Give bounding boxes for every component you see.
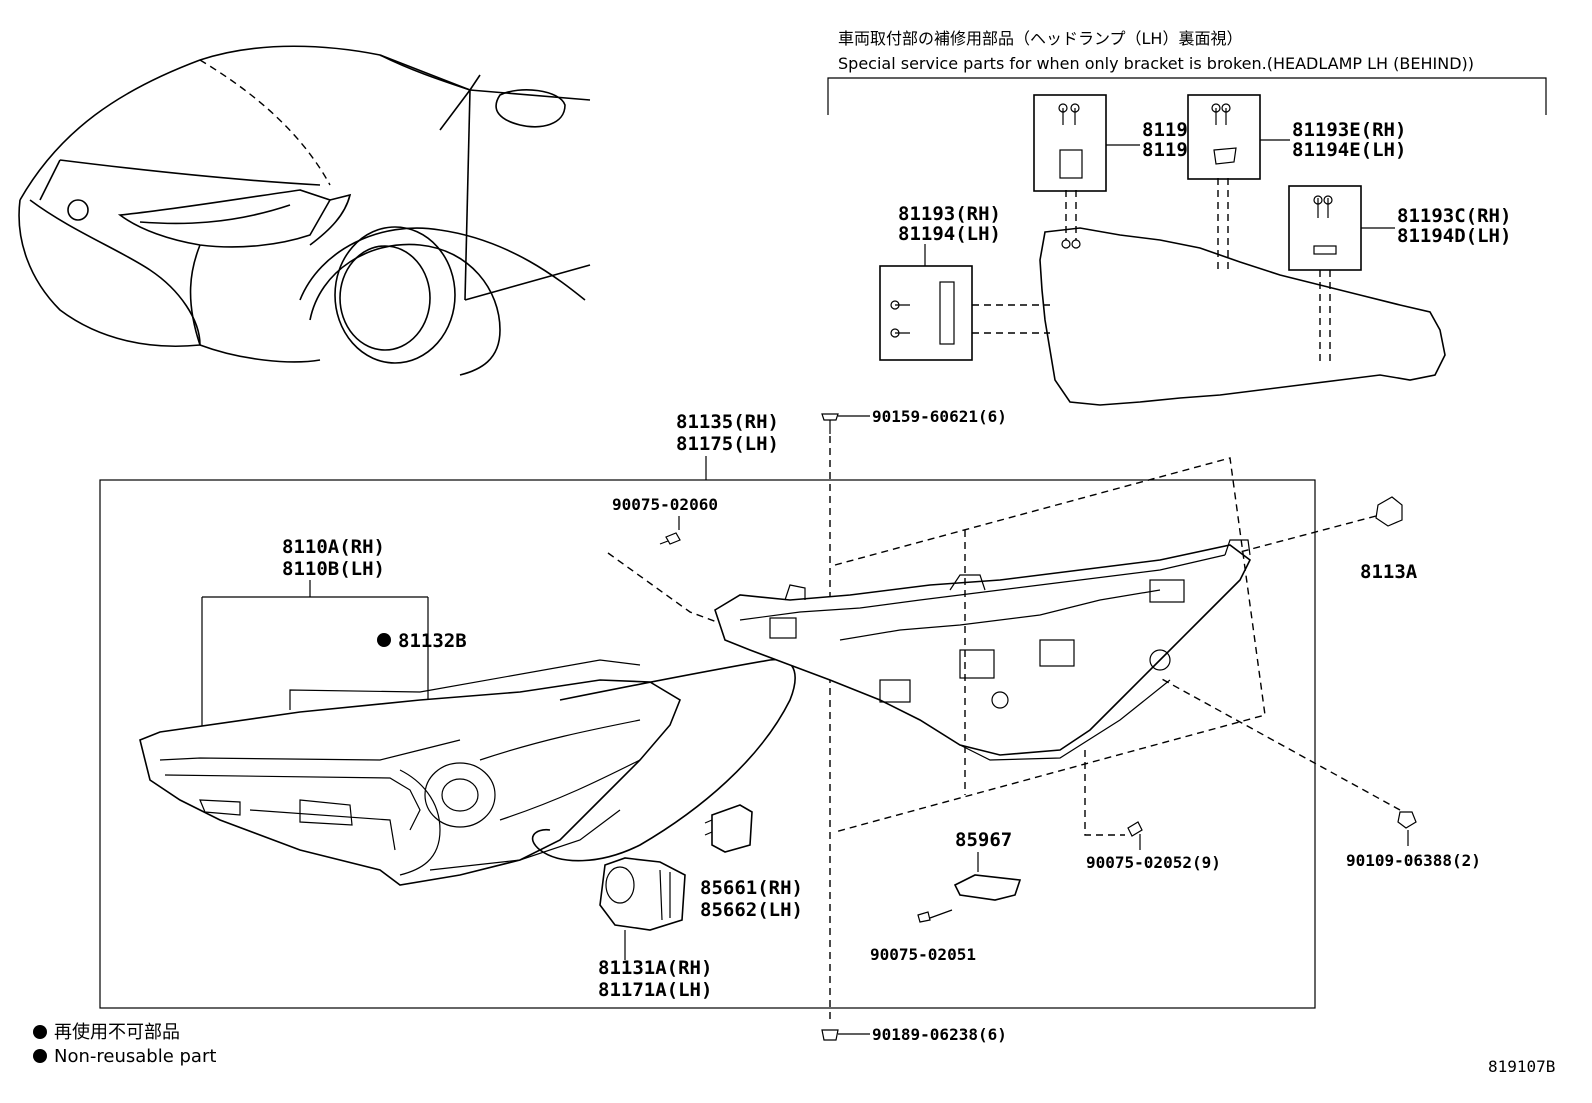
headlamp-lens-front bbox=[139, 659, 681, 886]
figure-id: 819107B bbox=[1488, 1057, 1555, 1076]
module-85661-icon bbox=[704, 804, 753, 853]
screw-90075-02060-icon bbox=[659, 532, 681, 545]
callout-81194[interactable]: 81194(LH) bbox=[898, 223, 1001, 245]
callout-8113a[interactable]: 8113A bbox=[1360, 561, 1418, 583]
module-81131a-icon bbox=[599, 857, 686, 931]
nut-90109-icon bbox=[1159, 677, 1417, 829]
header-english: Special service parts for when only brac… bbox=[838, 54, 1474, 73]
headlamp-back-outline bbox=[1039, 227, 1446, 406]
callout-81193[interactable]: 81193(RH) bbox=[898, 203, 1001, 225]
legend-english: Non-reusable part bbox=[54, 1046, 216, 1067]
assembly-frame bbox=[99, 479, 1316, 1009]
bolt-90159-icon bbox=[821, 413, 870, 1020]
callout-81194e[interactable]: 81194E(LH) bbox=[1292, 139, 1406, 161]
bracket-81193e-parts bbox=[1211, 103, 1237, 272]
header-japanese: 車両取付部の補修用部品（ヘッドランプ（LH）裏面視） bbox=[838, 29, 1242, 48]
legend-dot-icon bbox=[33, 1025, 47, 1039]
callout-90075-02052[interactable]: 90075-02052(9) bbox=[1086, 853, 1221, 872]
callout-81193c[interactable]: 81193C(RH) bbox=[1397, 205, 1511, 227]
callout-81132b[interactable]: 81132B bbox=[398, 630, 467, 652]
callout-85661[interactable]: 85661(RH) bbox=[700, 877, 803, 899]
legend-dot-icon bbox=[33, 1049, 47, 1063]
bracket-81193e-box bbox=[1187, 94, 1261, 180]
bracket-81193b-box bbox=[1033, 94, 1107, 192]
callout-81193e[interactable]: 81193E(RH) bbox=[1292, 119, 1406, 141]
bracket-81193b-parts bbox=[1058, 103, 1083, 249]
non-reusable-dot-icon bbox=[377, 633, 391, 647]
callout-8110b[interactable]: 8110B(LH) bbox=[282, 558, 385, 580]
vehicle-front-illustration bbox=[18, 45, 591, 376]
bracket-81193c-parts bbox=[1313, 195, 1337, 365]
callout-81175[interactable]: 81175(LH) bbox=[676, 433, 779, 455]
bolt-90189-icon bbox=[821, 1029, 870, 1041]
part-8113a-icon bbox=[1239, 496, 1403, 553]
legend-japanese: 再使用不可部品 bbox=[54, 1022, 180, 1043]
gasket-seal bbox=[531, 658, 796, 862]
screw-90075-02052-icon bbox=[1127, 821, 1143, 850]
bracket-81193c-box bbox=[1288, 185, 1362, 271]
callout-81135[interactable]: 81135(RH) bbox=[676, 411, 779, 433]
bracket-81193-box bbox=[879, 265, 973, 361]
headlamp-housing bbox=[714, 539, 1252, 761]
callout-81194d[interactable]: 81194D(LH) bbox=[1397, 225, 1511, 247]
callout-90075-02051[interactable]: 90075-02051 bbox=[870, 945, 976, 964]
callout-90189[interactable]: 90189-06238(6) bbox=[872, 1025, 1007, 1044]
screw-90075-02051-icon bbox=[917, 909, 953, 923]
callout-90159[interactable]: 90159-60621(6) bbox=[872, 407, 1007, 426]
callout-85662[interactable]: 85662(LH) bbox=[700, 899, 803, 921]
callout-85967[interactable]: 85967 bbox=[955, 829, 1012, 851]
callout-81171a[interactable]: 81171A(LH) bbox=[598, 979, 712, 1001]
bracket-81193-parts bbox=[890, 281, 1050, 345]
callout-90075-02060[interactable]: 90075-02060 bbox=[612, 495, 718, 514]
header-bracket-line bbox=[827, 77, 1547, 115]
callout-8110a[interactable]: 8110A(RH) bbox=[282, 536, 385, 558]
module-85967-icon bbox=[953, 874, 1022, 901]
callout-81131a[interactable]: 81131A(RH) bbox=[598, 957, 712, 979]
callout-90109[interactable]: 90109-06388(2) bbox=[1346, 851, 1481, 870]
